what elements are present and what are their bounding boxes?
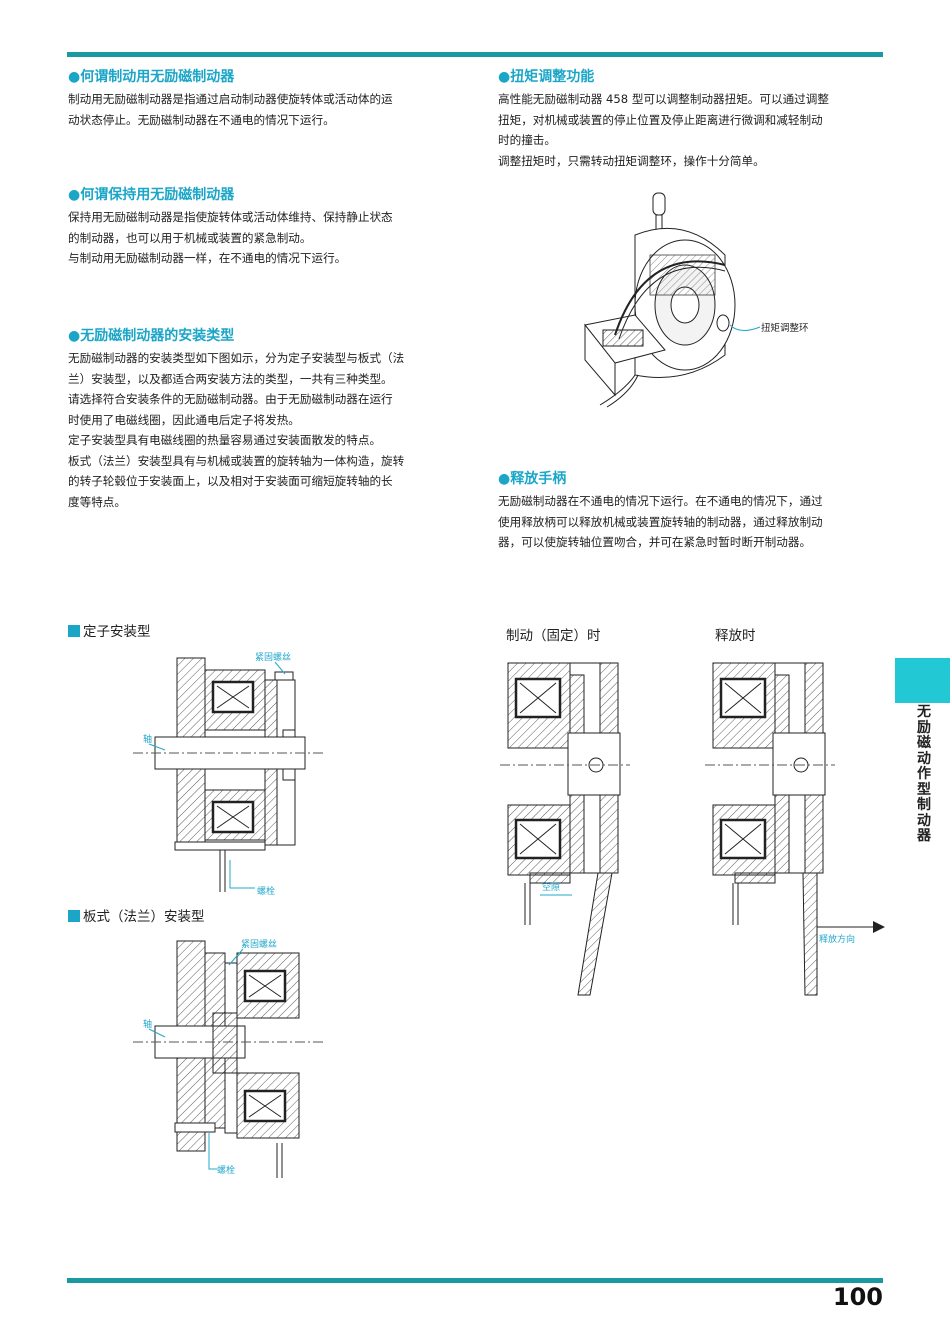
side-tab [895, 658, 950, 703]
text-line: 制动用无励磁制动器是指通过启动制动器使旋转体或活动体的运 [68, 92, 393, 106]
stator-bolt-label: 螺栓 [257, 885, 275, 897]
text-line: 高性能无励磁制动器 458 型可以调整制动器扭矩。可以通过调整 [498, 92, 829, 106]
text-line: 动状态停止。无励磁制动器在不通电的情况下运行。 [68, 112, 335, 127]
text-line: 无励磁制动器在不通电的情况下运行。在不通电的情况下，通过 [498, 494, 823, 508]
section-holding-title: ●何谓保持用无励磁制动器 [68, 187, 235, 203]
torque-brake-illustration: 扭矩调整环 [584, 192, 809, 408]
square-bullet-icon [68, 625, 80, 637]
text-line: 板式（法兰）安装型具有与机械或装置的旋转轴为一体构造，旋转 [68, 453, 405, 468]
text-line: 器，可以使旋转轴位置吻合，并可在紧急时暂时断开制动器。 [498, 535, 812, 549]
flange-set-screw-label: 紧固螺丝 [241, 938, 277, 950]
text-line: 扭矩，对机械或装置的停止位置及停止距离进行微调和减轻制动 [498, 112, 823, 127]
text-line: 兰）安装型，以及都适合两安装方法的类型，一共有三种类型。 [68, 371, 393, 386]
text-line: 定子安装型具有电磁线圈的热量容易通过安装面散发的特点。 [68, 433, 382, 447]
text-line: 保持用无励磁制动器是指使旋转体或活动体维持、保持静止状态 [68, 210, 393, 224]
page-number: 100 [832, 1283, 883, 1311]
stator-set-screw-label: 紧固螺丝 [255, 651, 291, 663]
text-line: 使用释放柄可以释放机械或装置旋转轴的制动器，通过释放制动 [498, 514, 823, 529]
section-release: ●释放手柄 无励磁制动器在不通电的情况下运行。在不通电的情况下，通过 使用释放柄… [498, 470, 884, 553]
square-bullet-icon [68, 910, 80, 922]
braking-state-diagram: 空隙 [500, 662, 630, 996]
text-line: 时使用了电磁线圈，因此通电后定子将发热。 [68, 412, 300, 427]
text-line: 无励磁制动器的安装类型如下图如示，分为定子安装型与板式（法 [68, 351, 405, 365]
torque-ring-label: 扭矩调整环 [761, 322, 809, 334]
braking-state-caption: 制动（固定）时 [506, 628, 601, 644]
text-line: 的转子轮毂位于安装面上，以及相对于安装面可缩短旋转轴的长 [68, 474, 393, 488]
flange-shaft-label: 轴 [143, 1018, 152, 1030]
text-line: 时的撞击。 [498, 133, 556, 147]
section-holding: ●何谓保持用无励磁制动器 保持用无励磁制动器是指使旋转体或活动体维持、保持静止状… [68, 186, 454, 269]
release-state-caption: 释放时 [715, 628, 756, 644]
flange-mount-caption: 板式（法兰）安装型 [68, 905, 205, 925]
gap-label: 空隙 [542, 881, 560, 893]
stator-mount-caption: 定子安装型 [68, 620, 151, 640]
section-release-title: ●释放手柄 [498, 471, 567, 487]
section-torque: ●扭矩调整功能 高性能无励磁制动器 458 型可以调整制动器扭矩。可以通过调整 … [498, 68, 884, 171]
section-braking: ●何谓制动用无励磁制动器 制动用无励磁制动器是指通过启动制动器使旋转体或活动体的… [68, 68, 454, 130]
stator-shaft-label: 轴 [143, 733, 152, 745]
stator-mount-diagram: 紧固螺丝 轴 螺栓 [133, 651, 325, 897]
bottom-rule [67, 1278, 883, 1283]
side-tab-text: 无励磁动作型制动器 [917, 704, 931, 844]
release-direction-label: 释放方向 [819, 933, 855, 945]
flange-mount-caption-text: 板式（法兰）安装型 [83, 909, 205, 925]
stator-mount-caption-text: 定子安装型 [83, 624, 151, 640]
section-braking-title: ●何谓制动用无励磁制动器 [68, 69, 235, 85]
release-state-diagram: 释放方向 [705, 662, 885, 996]
text-line: 度等特点。 [68, 494, 126, 509]
section-mounting: ●无励磁制动器的安装类型 无励磁制动器的安装类型如下图如示，分为定子安装型与板式… [68, 327, 454, 512]
flange-bolt-label: 螺栓 [217, 1164, 235, 1176]
section-torque-title: ●扭矩调整功能 [498, 69, 595, 85]
text-line: 与制动用无励磁制动器一样，在不通电的情况下运行。 [68, 251, 347, 265]
text-line: 请选择符合安装条件的无励磁制动器。由于无励磁制动器在运行 [68, 392, 393, 406]
text-line: 的制动器，也可以用于机械或装置的紧急制动。 [68, 230, 312, 245]
text-line: 调整扭矩时，只需转动扭矩调整环，操作十分简单。 [498, 153, 765, 168]
section-mounting-title: ●无励磁制动器的安装类型 [68, 328, 235, 344]
top-rule [67, 52, 883, 57]
flange-mount-diagram: 紧固螺丝 轴 螺栓 [133, 938, 325, 1178]
